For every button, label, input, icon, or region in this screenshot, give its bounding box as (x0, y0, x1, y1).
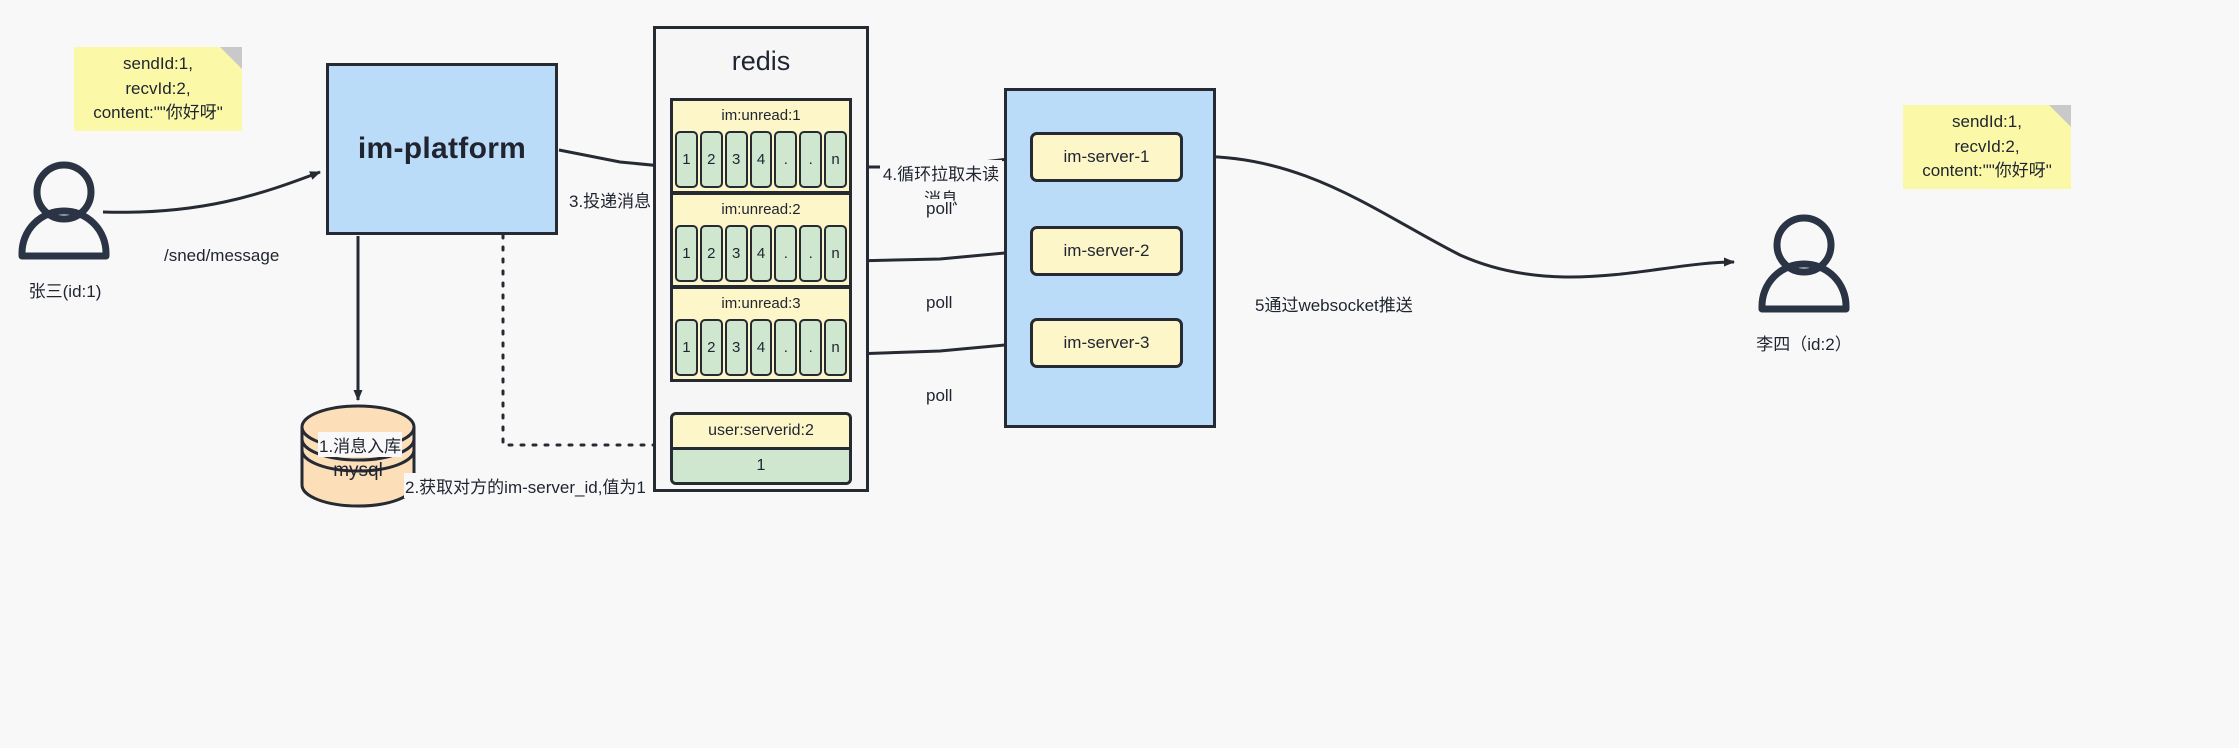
redis-queue-2[interactable]: im:unread:2 1 2 3 4 . . n (670, 192, 852, 288)
redis-queue-2-cells: 1 2 3 4 . . n (673, 225, 849, 285)
queue-cell: . (774, 225, 798, 282)
queue-cell: 1 (675, 225, 698, 282)
edge-label-step2: 2.获取对方的im-server_id,值为1 (404, 473, 647, 498)
note-left-line3: content:""你好呀" (93, 103, 223, 123)
sticky-note-left: sendId:1, recvId:2, content:""你好呀" (74, 47, 242, 131)
serverid-value: 1 (673, 447, 849, 482)
im-server-2-label: im-server-2 (1063, 241, 1150, 260)
sender-label: 张三(id:1) (28, 282, 102, 301)
redis-queue-1[interactable]: im:unread:1 1 2 3 4 . . n (670, 98, 852, 194)
edge-label-poll-1: poll (925, 199, 954, 219)
edge-label-step1: 1.消息入库 (318, 432, 403, 457)
queue-cell: 2 (699, 131, 723, 188)
edge-step2-fetch-serverid (501, 214, 670, 447)
edge-send-message (102, 170, 321, 214)
edge-label-poll-3: poll (925, 386, 954, 406)
note-left-line2: recvId:2, (125, 78, 191, 98)
im-platform-label: im-platform (357, 132, 527, 165)
redis-queue-3-cells: 1 2 3 4 . . n (673, 319, 849, 379)
serverid-key: user:serverid:2 (708, 422, 814, 439)
note-right-line2: recvId:2, (1954, 136, 2020, 156)
edge-label-step5: 5通过websocket推送 (1254, 291, 1414, 316)
note-left-line1: sendId:1, (123, 54, 193, 74)
edge-label-poll-2: poll (925, 293, 954, 313)
queue-cell: 2 (699, 319, 723, 376)
mysql-label: mysql (333, 460, 383, 481)
queue-cell: . (774, 319, 798, 376)
queue-cell: 2 (699, 225, 723, 282)
queue-cell: . (799, 319, 823, 376)
queue-cell: . (799, 131, 823, 188)
im-server-3-node[interactable]: im-server-3 (1030, 318, 1183, 368)
redis-queue-2-key: im:unread:2 (721, 201, 801, 218)
redis-queue-1-key: im:unread:1 (721, 107, 801, 124)
sticky-fold-icon (220, 47, 242, 69)
im-server-1-label: im-server-1 (1063, 147, 1150, 166)
queue-cell: 4 (749, 319, 773, 376)
im-server-1-node[interactable]: im-server-1 (1030, 132, 1183, 182)
edge-step5-websocket-push (1183, 154, 1735, 279)
note-right-line1: sendId:1, (1952, 112, 2022, 132)
sender-avatar-icon (18, 161, 110, 260)
queue-cell: 4 (749, 131, 773, 188)
queue-cell: 3 (724, 131, 748, 188)
queue-cell: 1 (675, 131, 698, 188)
sticky-fold-icon-right (2049, 105, 2071, 127)
queue-cell: 1 (675, 319, 698, 376)
redis-queue-3-key: im:unread:3 (721, 295, 801, 312)
edge-poll-2 (852, 247, 1027, 263)
queue-cell: 3 (724, 319, 748, 376)
queue-cell: n (824, 225, 848, 282)
queue-cell: n (824, 319, 848, 376)
queue-cell: . (799, 225, 823, 282)
sticky-note-right: sendId:1, recvId:2, content:""你好呀" (1903, 105, 2071, 189)
redis-queue-3[interactable]: im:unread:3 1 2 3 4 . . n (670, 286, 852, 382)
receiver-avatar-icon (1758, 214, 1850, 313)
queue-cell: n (824, 131, 848, 188)
note-right-line3: content:""你好呀" (1922, 161, 2052, 181)
queue-cell: . (774, 131, 798, 188)
im-platform-node[interactable]: im-platform (326, 63, 558, 235)
queue-cell: 3 (724, 225, 748, 282)
edge-poll-3 (852, 339, 1027, 356)
receiver-label: 李四（id:2） (1756, 335, 1852, 354)
redis-serverid-entry[interactable]: user:serverid:2 1 (670, 412, 852, 485)
im-server-2-node[interactable]: im-server-2 (1030, 226, 1183, 276)
edge-label-step3: 3.投递消息 (568, 187, 653, 212)
redis-title: redis (731, 46, 791, 76)
edge-label-send-message: /sned/message (163, 246, 281, 266)
redis-queue-1-cells: 1 2 3 4 . . n (673, 131, 849, 191)
im-server-3-label: im-server-3 (1063, 333, 1150, 352)
queue-cell: 4 (749, 225, 773, 282)
